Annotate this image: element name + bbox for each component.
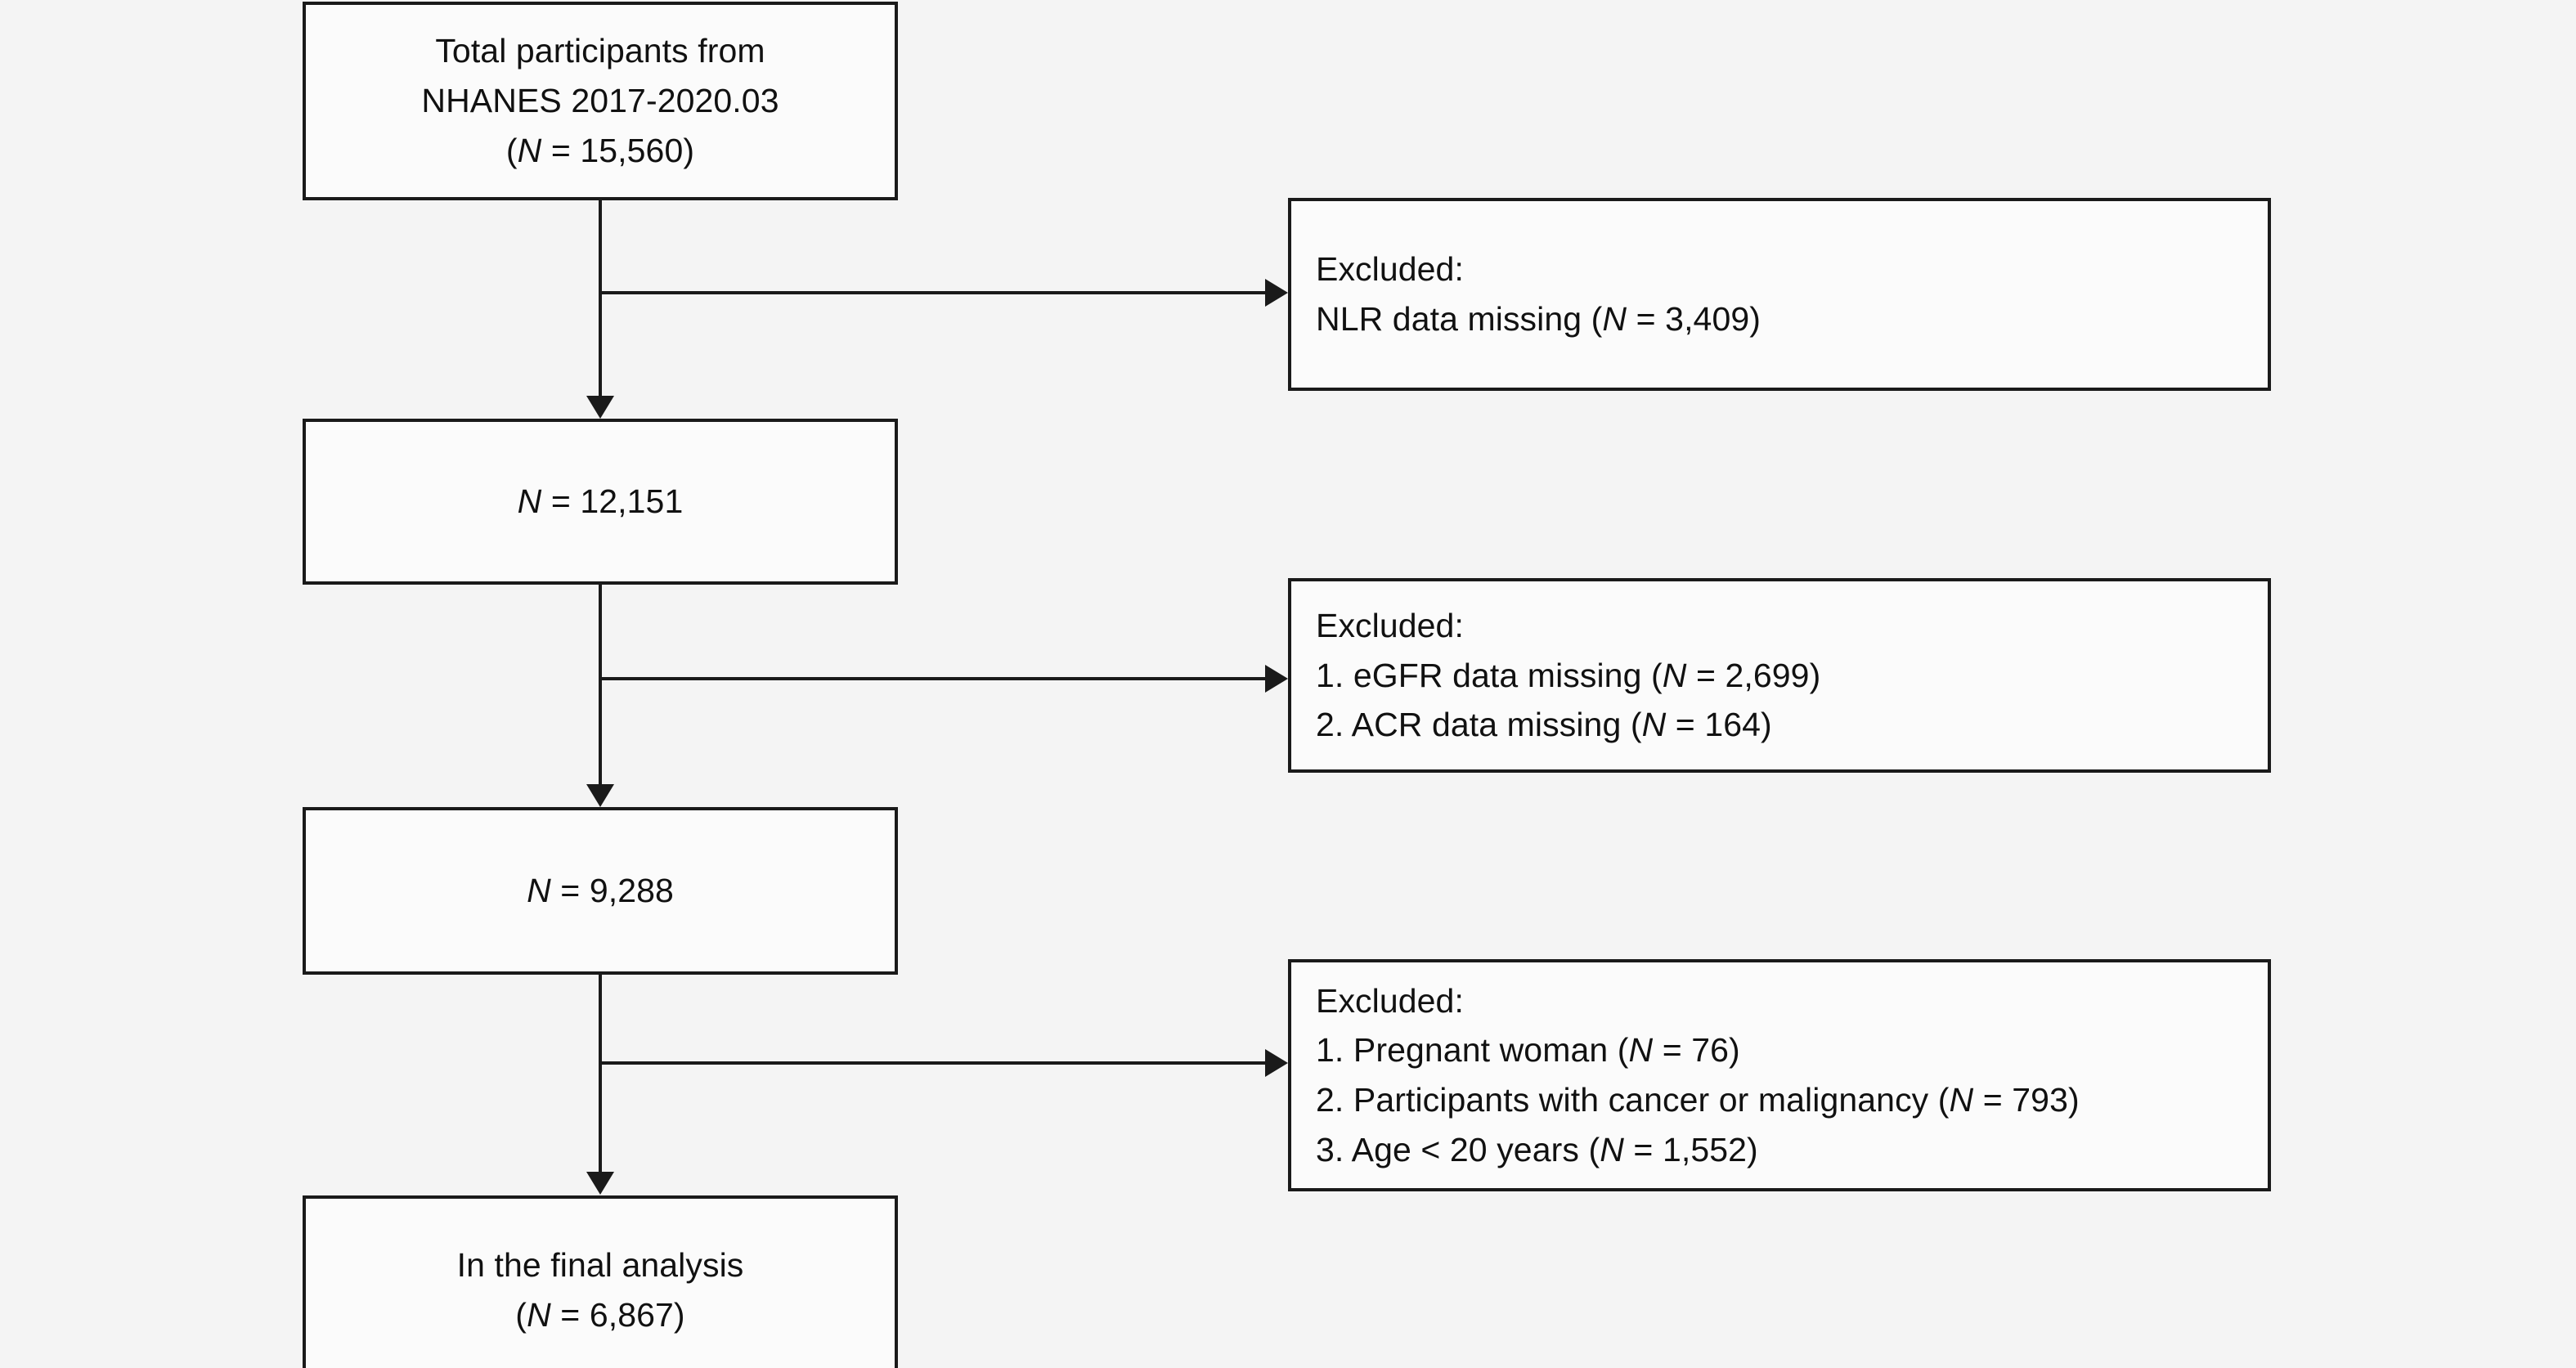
exclusion-1-item-1: NLR data missing (N = 3,409) bbox=[1316, 300, 1761, 338]
exclusion-1-heading: Excluded: bbox=[1316, 250, 1464, 289]
box-total-participants-line-1: Total participants from bbox=[435, 32, 765, 70]
connector-vertical-1 bbox=[599, 200, 602, 399]
n-symbol: N bbox=[527, 1296, 551, 1334]
exclusion-2-item-1: 1. eGFR data missing (N = 2,699) bbox=[1316, 656, 1821, 694]
exclusion-3-item-3: 3. Age < 20 years (N = 1,552) bbox=[1316, 1130, 1758, 1168]
n-symbol: N bbox=[1628, 1031, 1654, 1070]
box-total-participants: Total participants from NHANES 2017-2020… bbox=[303, 2, 898, 200]
box-after-kidney-exclusion: N = 9,288 bbox=[303, 807, 898, 975]
connector-vertical-2 bbox=[599, 585, 602, 787]
box-total-participants-line-3: (N = 15,560) bbox=[505, 131, 695, 169]
n-symbol: N bbox=[517, 482, 542, 521]
arrow-right-2 bbox=[1265, 665, 1288, 693]
box-final-analysis-line-2: (N = 6,867) bbox=[515, 1296, 685, 1334]
exclusion-3-item-2: 2. Participants with cancer or malignanc… bbox=[1316, 1081, 2080, 1119]
connector-horizontal-1 bbox=[599, 291, 1265, 294]
box-after-nlr-exclusion-line-1: N = 12,151 bbox=[517, 482, 684, 521]
n-symbol: N bbox=[1600, 1130, 1624, 1168]
arrow-right-1 bbox=[1265, 279, 1288, 307]
box-exclusion-3: Excluded: 1. Pregnant woman (N = 76) 2. … bbox=[1288, 959, 2271, 1191]
box-total-participants-line-2: NHANES 2017-2020.03 bbox=[421, 82, 779, 120]
connector-horizontal-2 bbox=[599, 677, 1265, 680]
box-exclusion-1: Excluded: NLR data missing (N = 3,409) bbox=[1288, 198, 2271, 391]
arrow-down-1 bbox=[586, 396, 614, 419]
box-final-analysis-line-1: In the final analysis bbox=[456, 1246, 744, 1285]
box-exclusion-2: Excluded: 1. eGFR data missing (N = 2,69… bbox=[1288, 578, 2271, 773]
n-value: 12,151 bbox=[580, 482, 684, 521]
box-after-nlr-exclusion: N = 12,151 bbox=[303, 419, 898, 585]
box-final-analysis: In the final analysis (N = 6,867) bbox=[303, 1195, 898, 1368]
connector-vertical-3 bbox=[599, 975, 602, 1174]
connector-horizontal-3 bbox=[599, 1061, 1265, 1065]
n-symbol: N bbox=[527, 872, 551, 910]
n-symbol: N bbox=[1662, 656, 1687, 694]
exclusion-2-heading: Excluded: bbox=[1316, 606, 1464, 644]
exclusion-3-item-1: 1. Pregnant woman (N = 76) bbox=[1316, 1031, 1740, 1070]
exclusion-3-heading: Excluded: bbox=[1316, 981, 1464, 1020]
arrow-down-2 bbox=[586, 784, 614, 807]
n-value: 15,560 bbox=[580, 131, 684, 169]
n-value: 9,288 bbox=[589, 872, 674, 910]
n-symbol: N bbox=[1641, 706, 1667, 744]
n-symbol: N bbox=[517, 131, 542, 169]
box-after-kidney-exclusion-line-1: N = 9,288 bbox=[527, 872, 674, 910]
arrow-right-3 bbox=[1265, 1049, 1288, 1077]
n-symbol: N bbox=[1949, 1081, 1974, 1119]
n-value: 6,867 bbox=[589, 1296, 674, 1334]
arrow-down-3 bbox=[586, 1172, 614, 1195]
n-symbol: N bbox=[1602, 300, 1627, 338]
exclusion-2-item-2: 2. ACR data missing (N = 164) bbox=[1316, 706, 1772, 744]
